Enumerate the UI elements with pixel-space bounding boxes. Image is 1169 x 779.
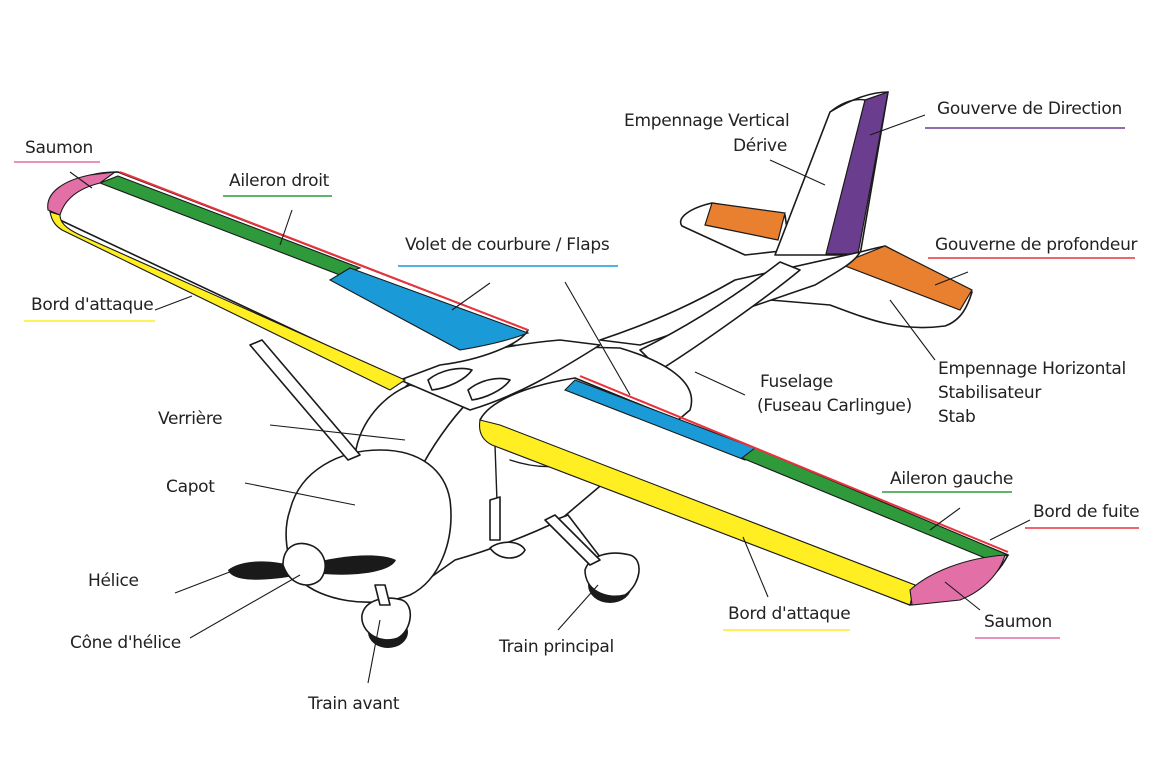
main-gear-leg (544, 514, 601, 566)
label-cone-helice: Cône d'hélice (70, 633, 181, 653)
left-elevator (704, 202, 786, 241)
label-bord-attaque-left: Bord d'attaque (31, 295, 153, 315)
propeller (228, 542, 396, 586)
propeller-blade-right (305, 555, 396, 575)
labels: Saumon Aileron droit Volet de courbure /… (25, 99, 1140, 714)
label-gouverne-profondeur: Gouverne de profondeur (935, 235, 1138, 255)
label-gouverne-direction: Gouverve de Direction (937, 99, 1122, 119)
label-stabilisateur: Stabilisateur (938, 383, 1041, 403)
right-wing-upper-left (47, 171, 530, 391)
label-capot: Capot (166, 477, 215, 497)
label-empennage-vertical: Empennage Vertical (624, 111, 789, 131)
nose-gear-fairing (361, 597, 411, 641)
label-saumon-left: Saumon (25, 138, 93, 158)
label-derive: Dérive (733, 136, 787, 156)
label-train-avant: Train avant (307, 694, 400, 714)
label-aileron-droit: Aileron droit (229, 171, 330, 191)
flaps-right-surface (564, 379, 762, 461)
propeller-spinner (282, 542, 326, 586)
saumon-left-surface (47, 171, 118, 216)
label-stab: Stab (938, 407, 975, 427)
flaps-left-surface (328, 267, 530, 351)
label-fuselage: Fuselage (760, 372, 833, 392)
label-bord-attaque-right: Bord d'attaque (728, 604, 850, 624)
propeller-blade-left (228, 561, 300, 580)
wing-left-body (47, 171, 529, 381)
label-helice: Hélice (88, 571, 139, 591)
left-wing-lower-right (478, 375, 1010, 606)
nose-gear-leg (374, 584, 391, 606)
label-volet: Volet de courbure / Flaps (405, 235, 610, 255)
saumon-right-surface (909, 554, 1006, 606)
label-underlines (14, 127, 1139, 639)
tail-section (599, 91, 973, 371)
label-fuseau-carlingue: (Fuseau Carlingue) (757, 396, 912, 416)
label-train-principal: Train principal (498, 637, 614, 657)
main-gear-fairing (584, 552, 640, 597)
label-aileron-gauche: Aileron gauche (890, 469, 1013, 489)
landing-gear (361, 514, 640, 648)
trailing-edge-right (579, 375, 1009, 553)
right-elevator (838, 245, 973, 311)
label-saumon-right: Saumon (984, 612, 1052, 632)
label-verriere: Verrière (158, 409, 222, 429)
leading-edge-left-surface (49, 211, 407, 391)
label-bord-fuite: Bord de fuite (1033, 502, 1139, 522)
leader-lines (69, 114, 1031, 684)
cabin-window-1 (427, 367, 473, 391)
fuselage-rear-spine (639, 261, 801, 371)
cabin-window-2 (467, 377, 511, 401)
label-empennage-horizontal: Empennage Horizontal (938, 359, 1126, 379)
